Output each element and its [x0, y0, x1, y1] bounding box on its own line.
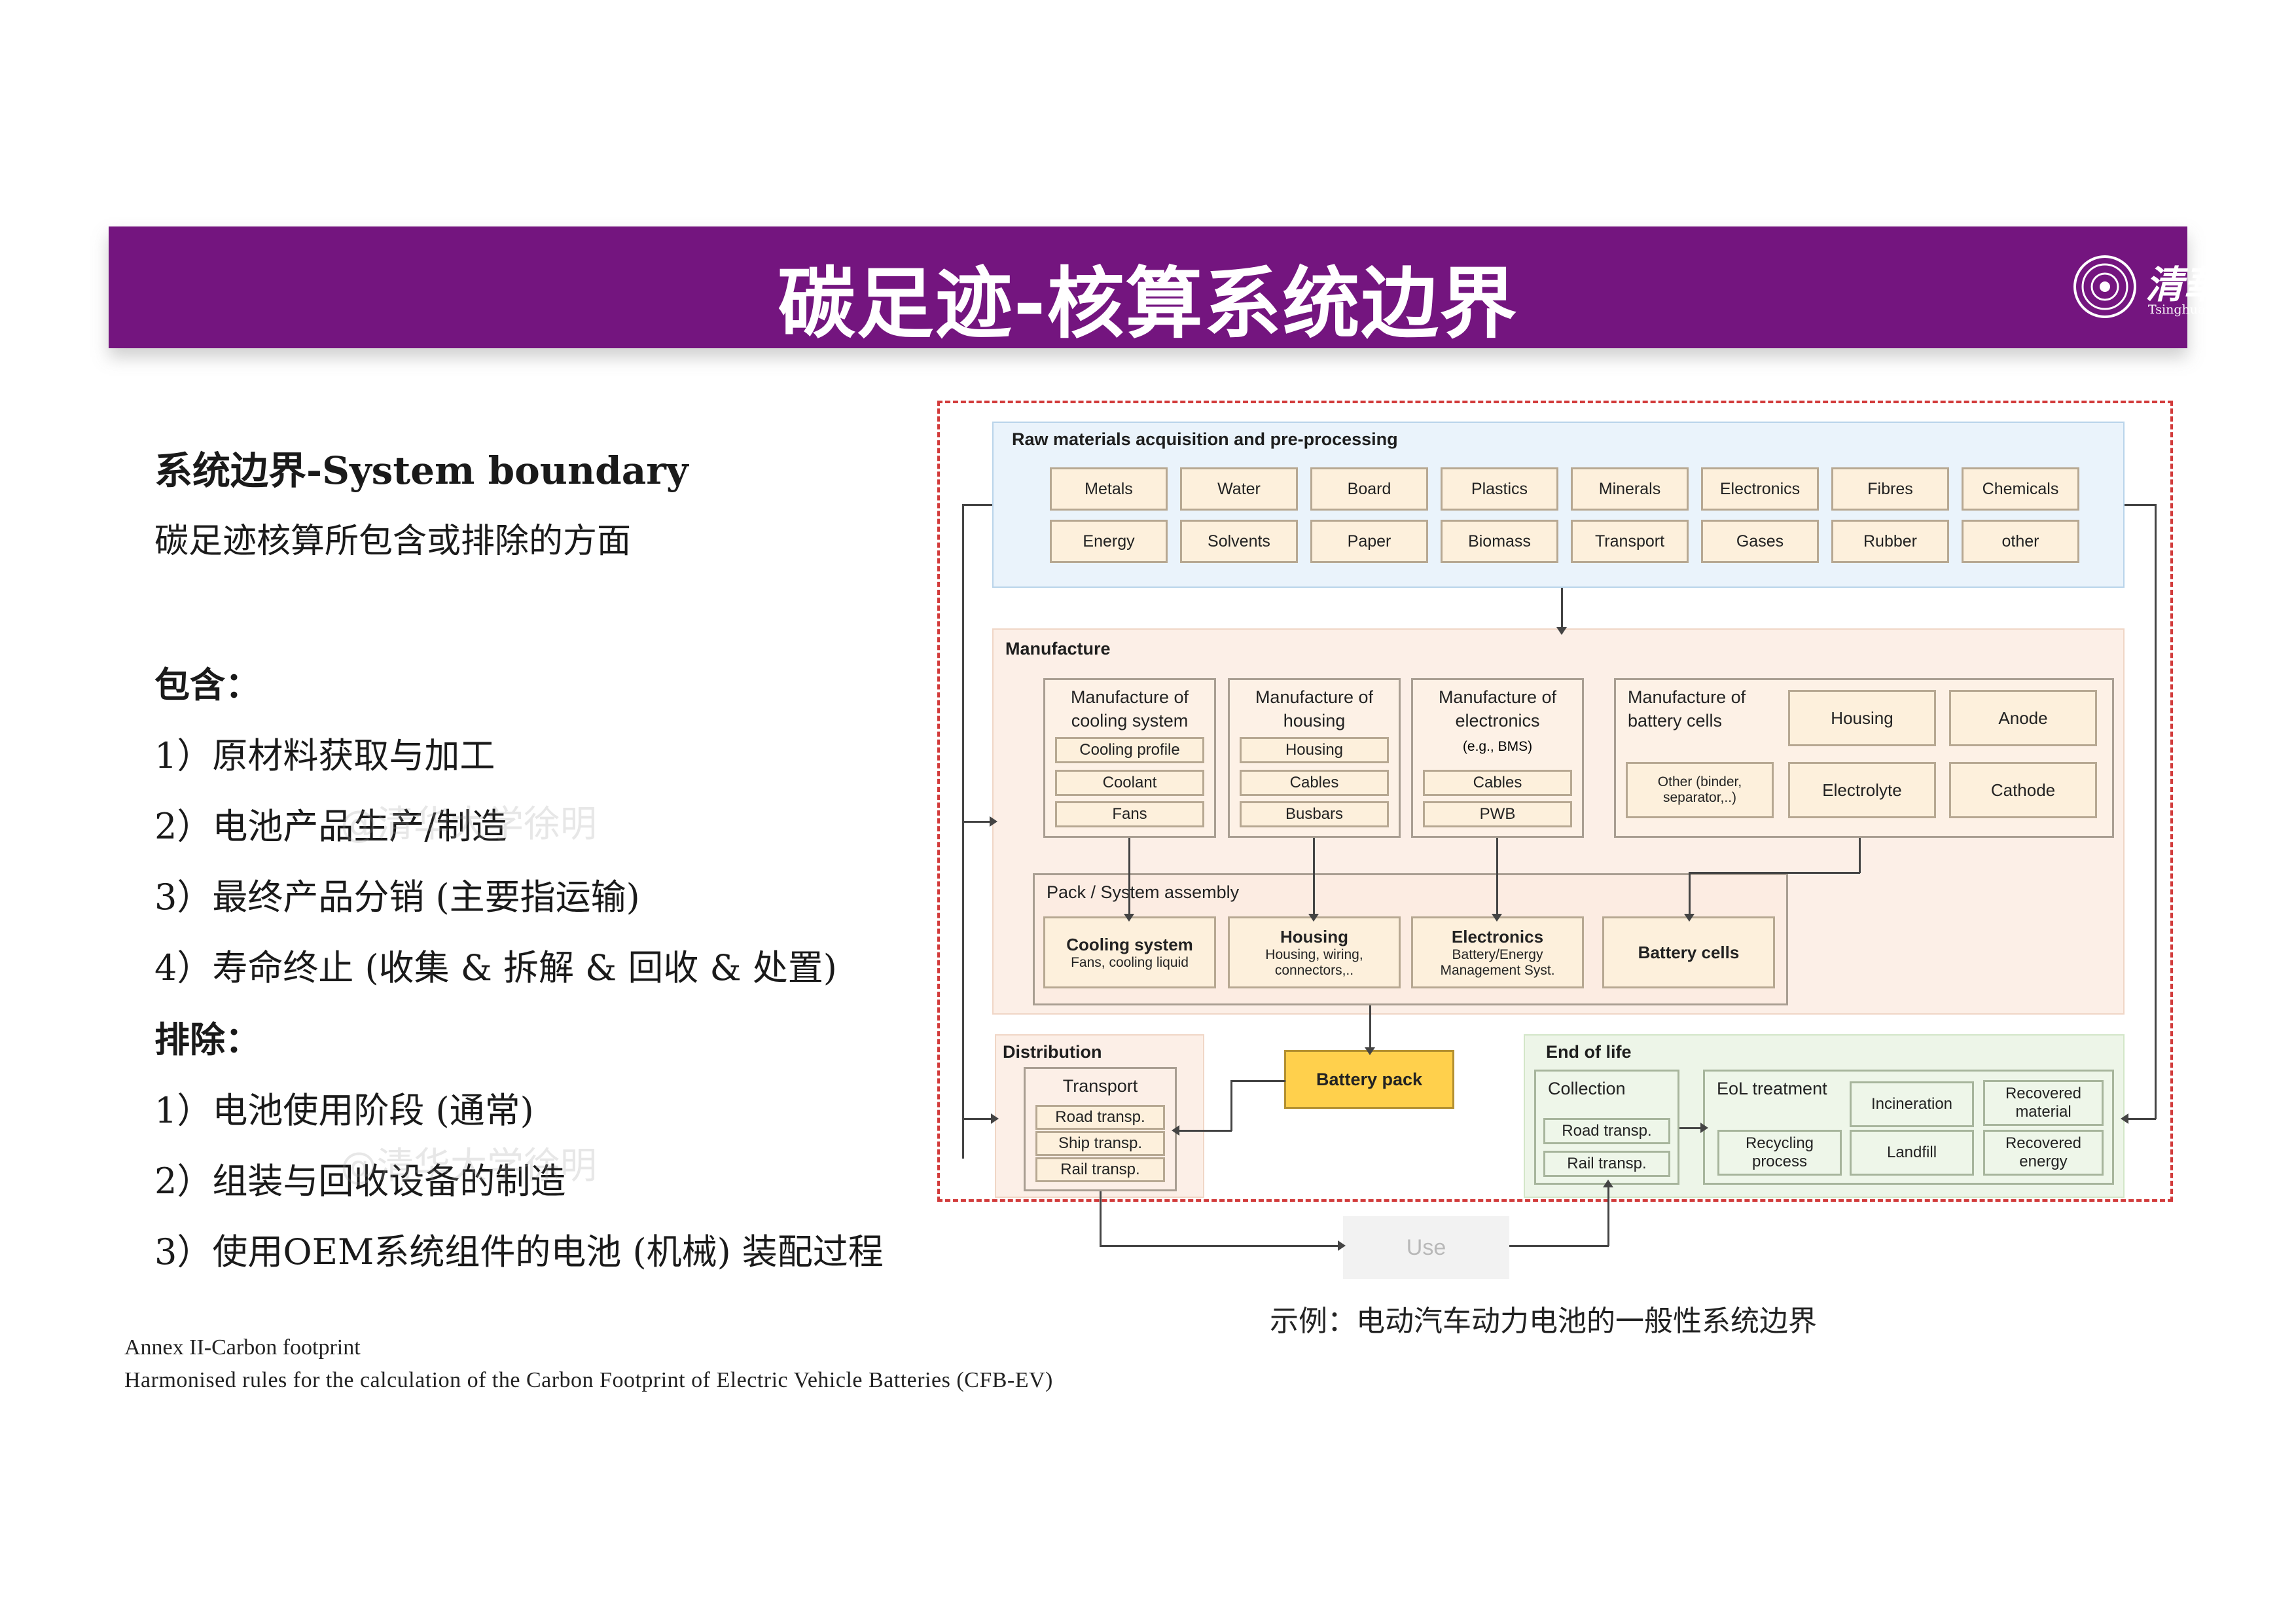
include-label: 包含：	[154, 664, 260, 706]
reference-line-2: Harmonised rules for the calculation of …	[124, 1368, 1053, 1392]
raw-material-box: Biomass	[1441, 520, 1558, 563]
raw-material-box: Transport	[1571, 520, 1689, 563]
distribution-title: Distribution	[1003, 1042, 1102, 1062]
raw-material-box: Chemicals	[1962, 467, 2079, 511]
use-phase-box: Use	[1343, 1216, 1509, 1279]
logo-chinese-text: 清華大學	[2145, 262, 2296, 307]
raw-material-box: Paper	[1310, 520, 1428, 563]
coolant-box: Coolant	[1055, 770, 1204, 796]
slide-title: 碳足迹-核算系统边界	[778, 259, 1518, 349]
section-subheading: 碳足迹核算所包含或排除的方面	[154, 522, 632, 561]
box-title: Electronics	[1451, 926, 1544, 947]
cooling-profile-box: Cooling profile	[1055, 737, 1204, 763]
group-title: Transport	[1062, 1076, 1138, 1096]
collection-rail-box: Rail transp.	[1543, 1151, 1670, 1177]
raw-material-box: Fibres	[1831, 467, 1949, 511]
other-cell-materials-box: Other (binder, separator,..)	[1626, 762, 1774, 818]
pack-electronics-box: Electronics Battery/Energy Management Sy…	[1411, 916, 1584, 988]
rail-transport-box: Rail transp.	[1035, 1157, 1165, 1182]
cables-box: Cables	[1423, 770, 1572, 796]
housing-box: Housing	[1240, 737, 1389, 763]
road-transport-box: Road transp.	[1035, 1105, 1165, 1130]
diagram-caption: 示例：电动汽车动力电池的一般性系统边界	[1270, 1305, 1817, 1338]
box-title: Cooling system	[1066, 934, 1193, 954]
raw-material-box: Plastics	[1441, 467, 1558, 511]
box-subtitle: Fans, cooling liquid	[1071, 954, 1189, 970]
pack-battery-cells-box: Battery cells	[1602, 916, 1775, 988]
pwb-box: PWB	[1423, 801, 1572, 827]
watermark: @清华大学徐明	[340, 1145, 597, 1187]
section-heading: 系统边界-System boundary	[154, 448, 689, 493]
recovered-material-box: Recovered material	[1983, 1080, 2104, 1126]
logo-english-text: Tsinghua University	[2148, 302, 2274, 317]
raw-material-box: other	[1962, 520, 2079, 563]
busbars-box: Busbars	[1240, 801, 1389, 827]
fans-box: Fans	[1055, 801, 1204, 827]
title-banner: 碳足迹-核算系统边界 清華大學 Tsinghua University	[109, 226, 2296, 349]
watermark: @清华大学徐明	[340, 803, 597, 846]
include-item: 2）电池产品生产/制造	[154, 806, 507, 847]
pack-cooling-system-box: Cooling system Fans, cooling liquid	[1043, 916, 1216, 988]
tsinghua-logo: 清華大學 Tsinghua University	[2072, 251, 2296, 323]
group-title: Manufacture of electronics	[1438, 687, 1557, 731]
group-title: Manufacture of cooling system	[1070, 687, 1189, 731]
group-title: Pack / System assembly	[1047, 882, 1240, 902]
raw-materials-title: Raw materials acquisition and pre-proces…	[1012, 429, 1398, 449]
box-title: Battery cells	[1638, 942, 1740, 962]
collection-road-box: Road transp.	[1543, 1118, 1670, 1144]
manufacture-title: Manufacture	[1005, 639, 1111, 659]
system-boundary-frame	[937, 401, 2173, 1202]
anode-box: Anode	[1949, 690, 2097, 746]
cables-box: Cables	[1240, 770, 1389, 796]
raw-material-box: Rubber	[1831, 520, 1949, 563]
raw-material-box: Gases	[1701, 520, 1819, 563]
landfill-box: Landfill	[1850, 1130, 1974, 1176]
group-title: Manufacture of battery cells	[1628, 687, 1746, 731]
incineration-box: Incineration	[1850, 1081, 1974, 1127]
group-title: Manufacture of housing	[1255, 687, 1374, 731]
raw-material-box: Metals	[1050, 467, 1168, 511]
electronics-note: (e.g., BMS)	[1462, 739, 1533, 754]
battery-pack-box: Battery pack	[1284, 1050, 1454, 1109]
group-title: Collection	[1548, 1079, 1626, 1098]
include-item: 1）原材料获取与加工	[154, 735, 495, 776]
box-subtitle: Housing, wiring, connectors,..	[1265, 947, 1363, 978]
include-item: 4）寿命终止 (收集 & 拆解 & 回收 & 处置)	[154, 947, 837, 988]
recycling-process-box: Recycling process	[1717, 1130, 1842, 1176]
group-title: EoL treatment	[1717, 1079, 1827, 1098]
raw-material-box: Energy	[1050, 520, 1168, 563]
raw-material-box: Minerals	[1571, 467, 1689, 511]
box-subtitle: Battery/Energy Management Syst.	[1440, 947, 1555, 978]
exclude-label: 排除：	[154, 1019, 260, 1060]
exclude-item: 2）组装与回收设备的制造	[154, 1161, 566, 1202]
raw-material-box: Solvents	[1180, 520, 1298, 563]
reference-line-1: Annex II-Carbon footprint	[124, 1335, 361, 1360]
box-title: Housing	[1280, 926, 1348, 947]
raw-material-box: Electronics	[1701, 467, 1819, 511]
raw-material-box: Water	[1180, 467, 1298, 511]
include-item: 3）最终产品分销 (主要指运输)	[154, 876, 640, 918]
raw-material-box: Board	[1310, 467, 1428, 511]
exclude-item: 1）电池使用阶段 (通常)	[154, 1090, 534, 1131]
end-of-life-title: End of life	[1546, 1042, 1632, 1062]
recovered-energy-box: Recovered energy	[1983, 1130, 2104, 1176]
electrolyte-box: Electrolyte	[1788, 762, 1936, 818]
university-seal-icon	[2073, 255, 2136, 318]
cathode-box: Cathode	[1949, 762, 2097, 818]
pack-housing-box: Housing Housing, wiring, connectors,..	[1228, 916, 1401, 988]
cell-housing-box: Housing	[1788, 690, 1936, 746]
exclude-item: 3）使用OEM系统组件的电池 (机械) 装配过程	[154, 1231, 884, 1272]
ship-transport-box: Ship transp.	[1035, 1131, 1165, 1156]
